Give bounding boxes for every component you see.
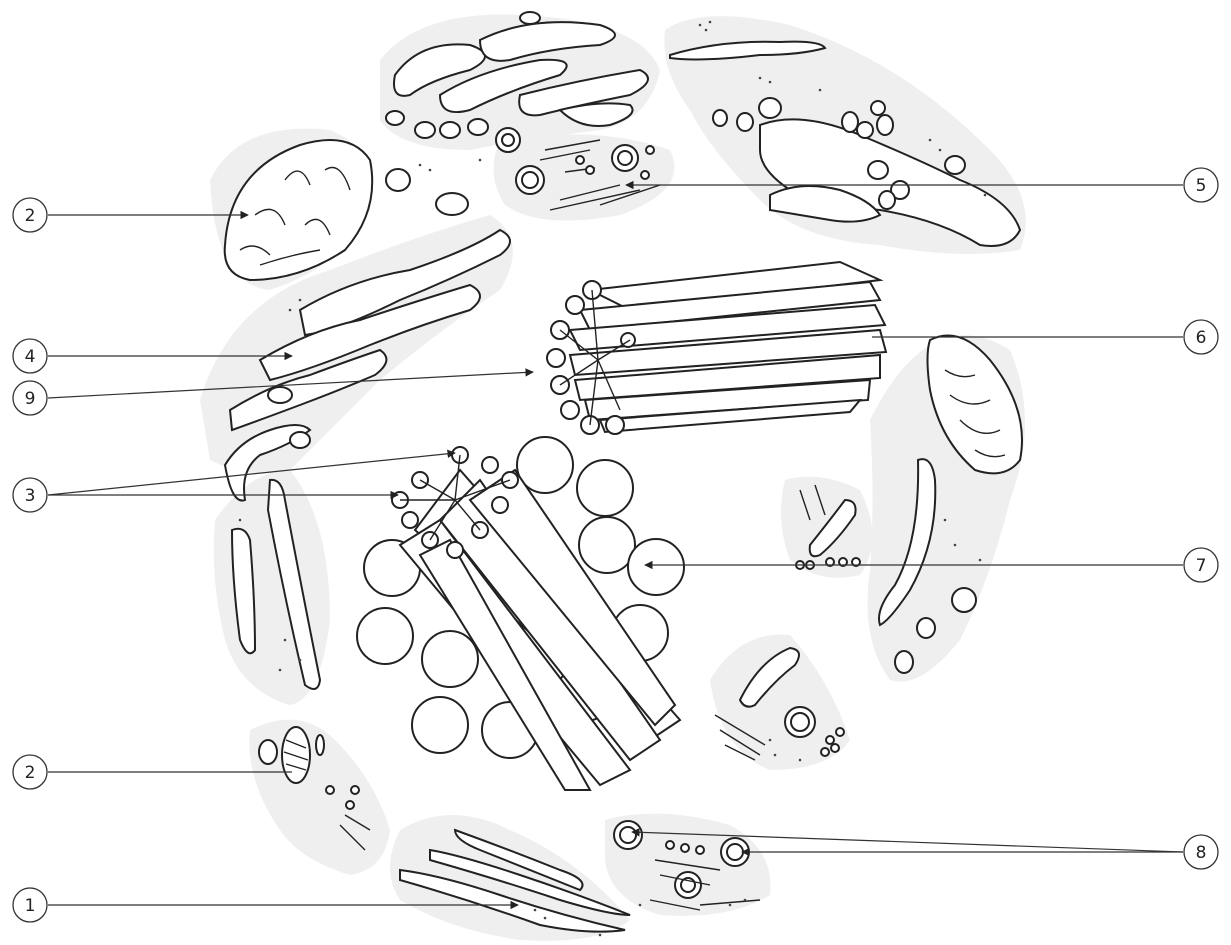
callout-9: 9 — [13, 381, 47, 415]
callout-2-upper-label: 2 — [25, 206, 36, 226]
callout-8-label: 8 — [1196, 843, 1207, 863]
callout-3-label: 3 — [25, 486, 36, 506]
callout-6-label: 6 — [1196, 328, 1207, 348]
callout-9-label: 9 — [25, 389, 36, 409]
callout-4-label: 4 — [25, 347, 36, 367]
centriole-upper — [547, 262, 886, 434]
callout-1-label: 1 — [25, 896, 36, 916]
callout-7-label: 7 — [1196, 556, 1207, 576]
callout-2-upper: 2 — [13, 198, 47, 232]
centriole-lower — [357, 437, 684, 790]
callout-3: 3 — [13, 478, 47, 512]
callout-5-label: 5 — [1196, 176, 1207, 196]
callout-7: 7 — [1184, 548, 1218, 582]
callout-6: 6 — [1184, 320, 1218, 354]
callout-1: 1 — [13, 888, 47, 922]
callout-8: 8 — [1184, 835, 1218, 869]
callout-5: 5 — [1184, 168, 1218, 202]
callout-4: 4 — [13, 339, 47, 373]
callout-2-lower: 2 — [13, 755, 47, 789]
callout-2-lower-label: 2 — [25, 763, 36, 783]
